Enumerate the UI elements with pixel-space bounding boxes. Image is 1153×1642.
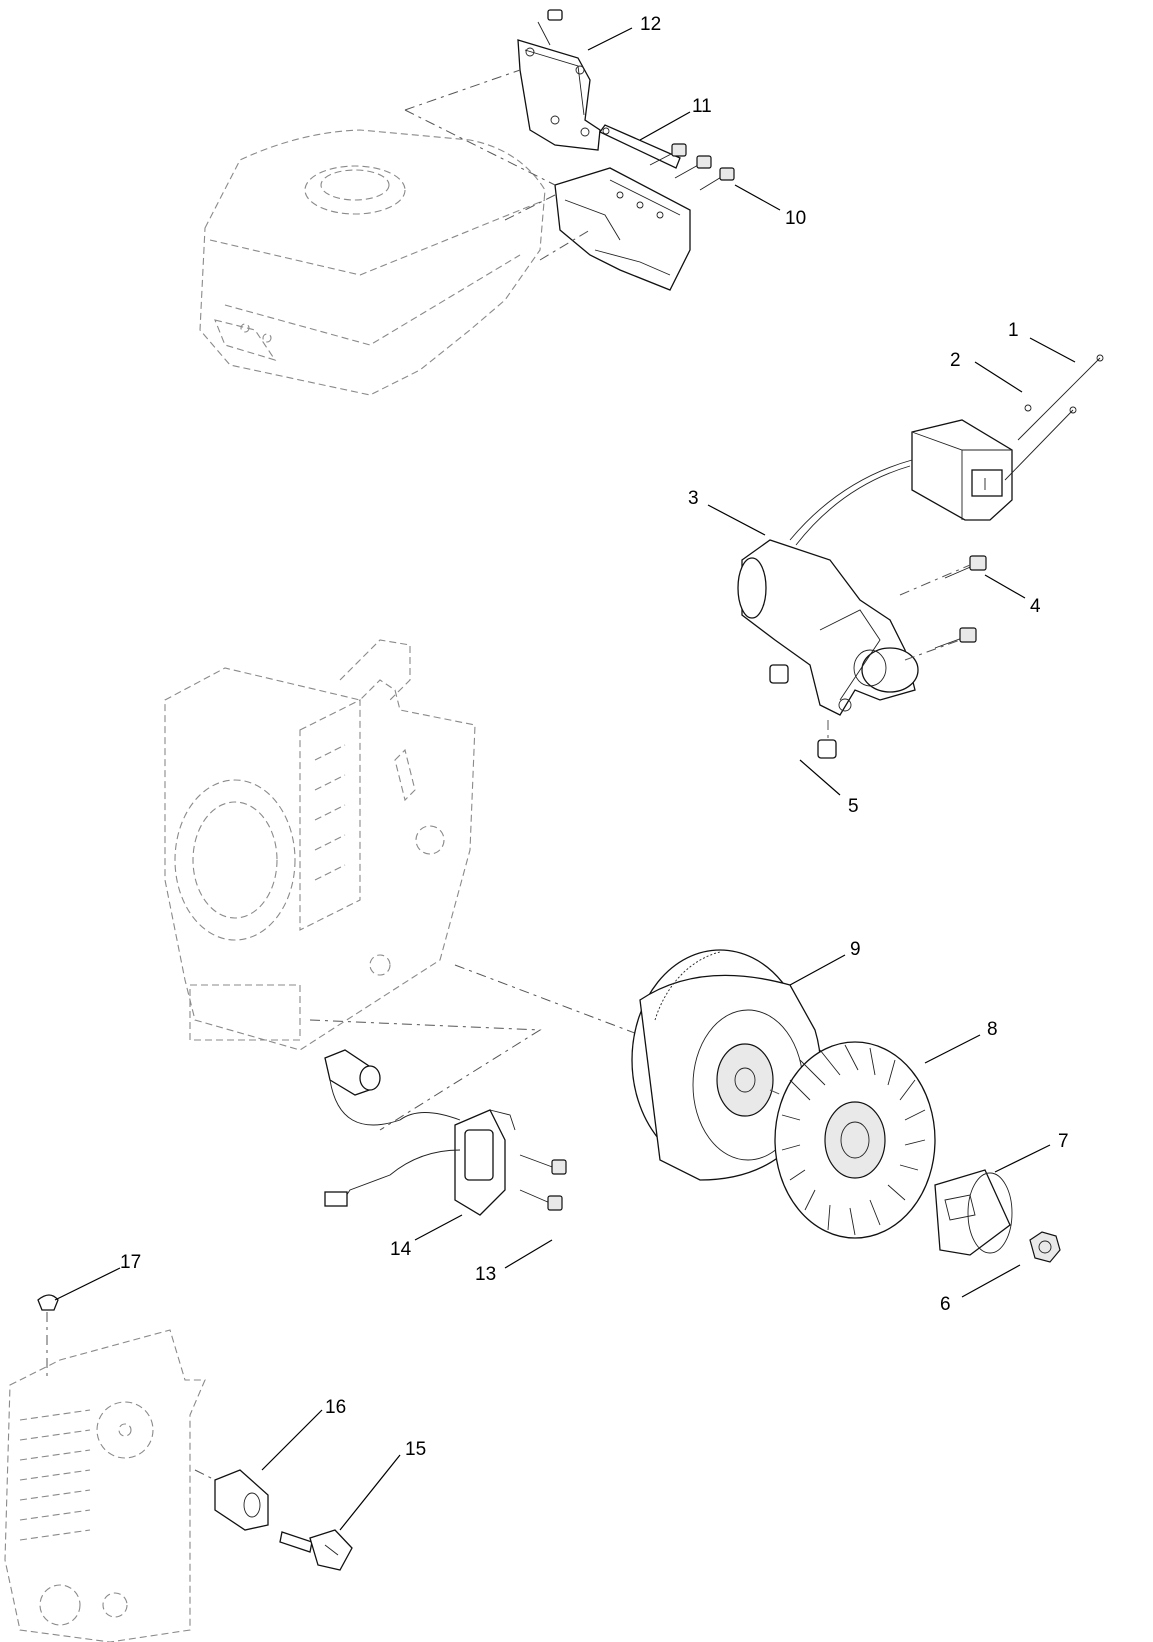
callout-7: 7: [1058, 1131, 1069, 1152]
callout-13: 13: [475, 1264, 496, 1285]
screws-10: [649, 143, 735, 191]
starter-solenoid: [911, 419, 1013, 521]
callout-8: 8: [987, 1019, 998, 1040]
ignition-coil-14: [454, 1109, 516, 1216]
starter-wire: [789, 459, 913, 546]
bracket-lower: [554, 167, 691, 291]
leader-lines: [54, 27, 1076, 1531]
spacers-5: [769, 664, 837, 759]
nut-6: [1029, 1231, 1061, 1263]
clip-17: [37, 1294, 59, 1311]
callout-1: 1: [1008, 320, 1019, 341]
callout-6: 6: [940, 1294, 951, 1315]
bolt-12: [537, 9, 563, 46]
bracket-12: [517, 39, 601, 151]
long-bolts-1-2: [1004, 354, 1104, 481]
cooling-fan-8: [774, 1041, 936, 1239]
starter-motor-3: [737, 539, 919, 716]
key-switch-16: [194, 1469, 269, 1531]
callout-17: 17: [120, 1252, 141, 1273]
callout-4: 4: [1030, 596, 1041, 617]
engine-block-ghost: [164, 639, 476, 1051]
callout-16: 16: [325, 1397, 346, 1418]
key-15: [279, 1529, 353, 1571]
callout-2: 2: [950, 350, 961, 371]
starter-cup-7: [934, 1169, 1013, 1256]
callout-14: 14: [390, 1239, 412, 1260]
fuel-tank-ghost: [199, 129, 546, 396]
callout-10: 10: [785, 208, 806, 229]
strap-11: [599, 124, 681, 169]
callout-11: 11: [692, 96, 712, 117]
callout-5: 5: [848, 796, 859, 817]
callout-numbers: 12 11 10 1 2 3 4 5 9 8 7 6 14 13 17 16 1…: [120, 14, 1069, 1460]
callout-3: 3: [688, 488, 699, 509]
screws-4: [934, 555, 987, 649]
blower-housing-ghost: [4, 1329, 206, 1642]
callout-15: 15: [405, 1439, 426, 1460]
screws-13: [519, 1154, 567, 1211]
callout-9: 9: [850, 939, 861, 960]
callout-12: 12: [640, 14, 661, 35]
spark-plug-wire: [324, 1049, 461, 1207]
